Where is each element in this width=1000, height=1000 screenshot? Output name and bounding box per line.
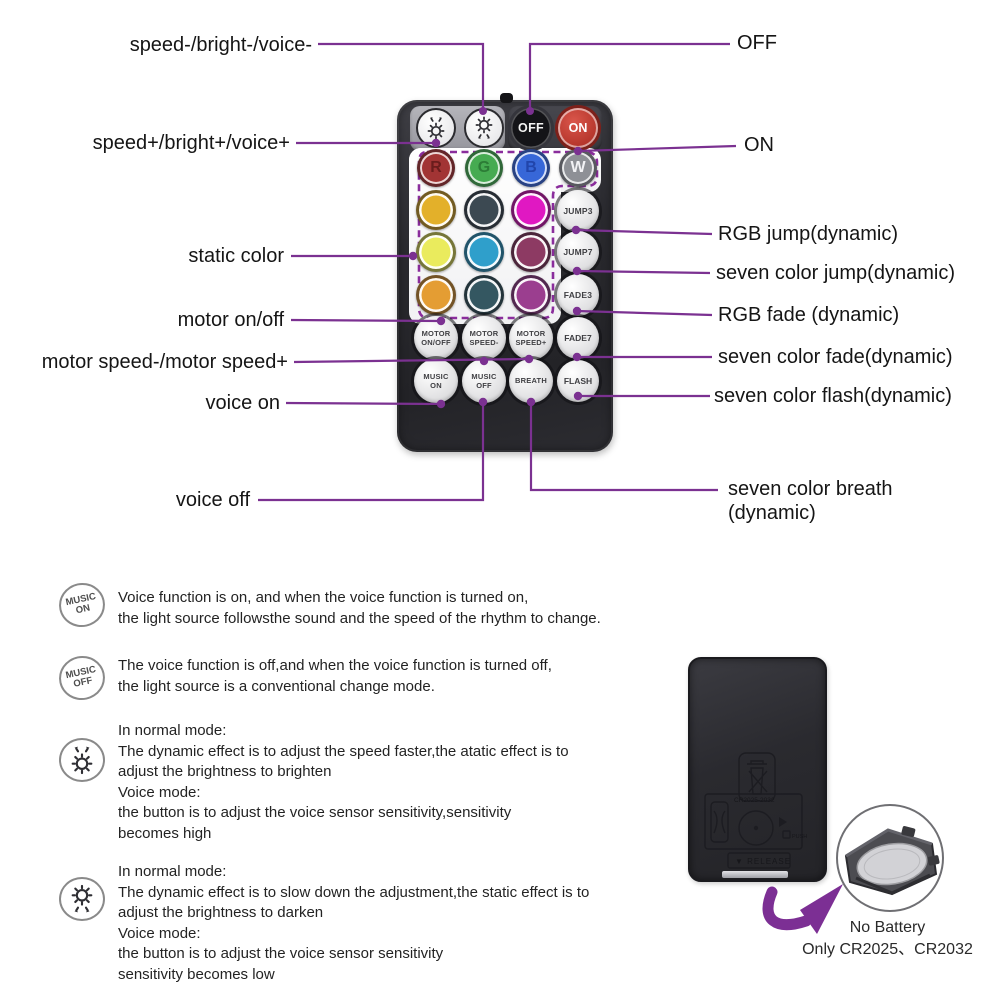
swatch-cyan [464,232,504,272]
legend-music-on-text: Voice function is on, and when the voice… [118,589,601,627]
label-motor-speed: motor speed-/motor speed+ [41,351,288,373]
swatch-pale-yellow [416,232,456,272]
trash-emblem-icon [738,752,776,802]
label-on: ON [744,134,774,156]
button-flash: FLASH [557,360,599,402]
button-motor-speed-plus: MOTOR SPEED+ [509,316,553,360]
sun-up-icon [423,115,449,141]
button-jump3: JUMP3 [557,190,599,232]
button-on: ON [558,108,598,148]
label-static-color: static color [188,245,284,267]
button-jump7: JUMP7 [557,231,599,273]
button-red: R [417,149,455,187]
label-voice-on: voice on [205,392,281,414]
swatch-slate [464,190,504,230]
button-green: G [465,149,503,187]
swatch-teal [464,275,504,315]
battery-tray-icon [844,826,940,896]
button-white: W [559,149,597,187]
legend-music-off-text: The voice function is off,and when the v… [118,657,552,695]
button-off: OFF [511,108,551,148]
battery-type-text: CR2025-2032 [734,797,775,804]
legend-speed-minus-text: In normal mode: The dynamic effect is to… [118,863,590,983]
label-rgb-jump: RGB jump(dynamic) [718,223,899,245]
sun-up-icon [66,744,98,776]
sun-down-legend-icon [59,877,105,921]
button-blue: B [512,149,550,187]
release-text: ▼ RELEASE [735,857,791,866]
button-motor-speed-minus: MOTOR SPEED- [462,316,506,360]
battery-slot [722,871,788,878]
release-box [727,852,791,869]
label-motor-onoff: motor on/off [177,309,284,331]
remote-front: OFF ON R G B W JUMP3 JUMP7 FADE3 MOTOR O… [397,93,613,452]
button-fade3: FADE3 [557,274,599,316]
battery-note-line2: Only CR2025、CR2032 [802,941,973,958]
swatch-orange [416,275,456,315]
sun-down-icon [471,115,497,141]
swatch-maroon [511,232,551,272]
label-seven-flash: seven color flash(dynamic) [714,385,952,407]
label-seven-fade: seven color fade(dynamic) [718,346,953,368]
label-speed-minus: speed-/bright-/voice- [129,34,312,56]
music-on-icon: MUSIC ON [54,578,110,632]
button-music-on: MUSIC ON [414,359,458,403]
music-off-icon: MUSIC OFF [54,651,110,705]
sun-up-legend-icon [59,738,105,782]
swatch-purple [511,275,551,315]
button-motor-onoff: MOTOR ON/OFF [414,316,458,360]
label-off: OFF [737,32,777,54]
remote-back: CR2025-2032 PUSH ▼ RELEASE [688,657,827,882]
label-seven-breath: seven color breath (dynamic) [728,478,893,524]
legend-speed-plus-text: In normal mode: The dynamic effect is to… [118,722,569,842]
button-speed-plus [416,108,456,148]
ir-led-nub [500,93,513,103]
battery-diagram [704,793,803,850]
label-rgb-fade: RGB fade (dynamic) [718,304,900,326]
coin-cell-battery [856,842,928,886]
label-speed-plus: speed+/bright+/voice+ [92,132,290,154]
button-fade7: FADE7 [557,317,599,359]
label-voice-off: voice off [175,489,250,511]
battery-inset-circle [836,804,944,912]
battery-note-line1: No Battery [849,919,926,936]
battery-note: No Battery Only CR2025、CR2032 [770,917,1000,961]
push-text: PUSH [792,834,807,840]
button-music-off: MUSIC OFF [462,359,506,403]
swatch-magenta [511,190,551,230]
swatch-yellow [416,190,456,230]
button-speed-minus [464,108,504,148]
back-markings: CR2025-2032 PUSH ▼ RELEASE [704,752,807,869]
sun-down-icon [66,883,98,915]
button-breath: BREATH [509,359,553,403]
label-seven-jump: seven color jump(dynamic) [716,262,955,284]
